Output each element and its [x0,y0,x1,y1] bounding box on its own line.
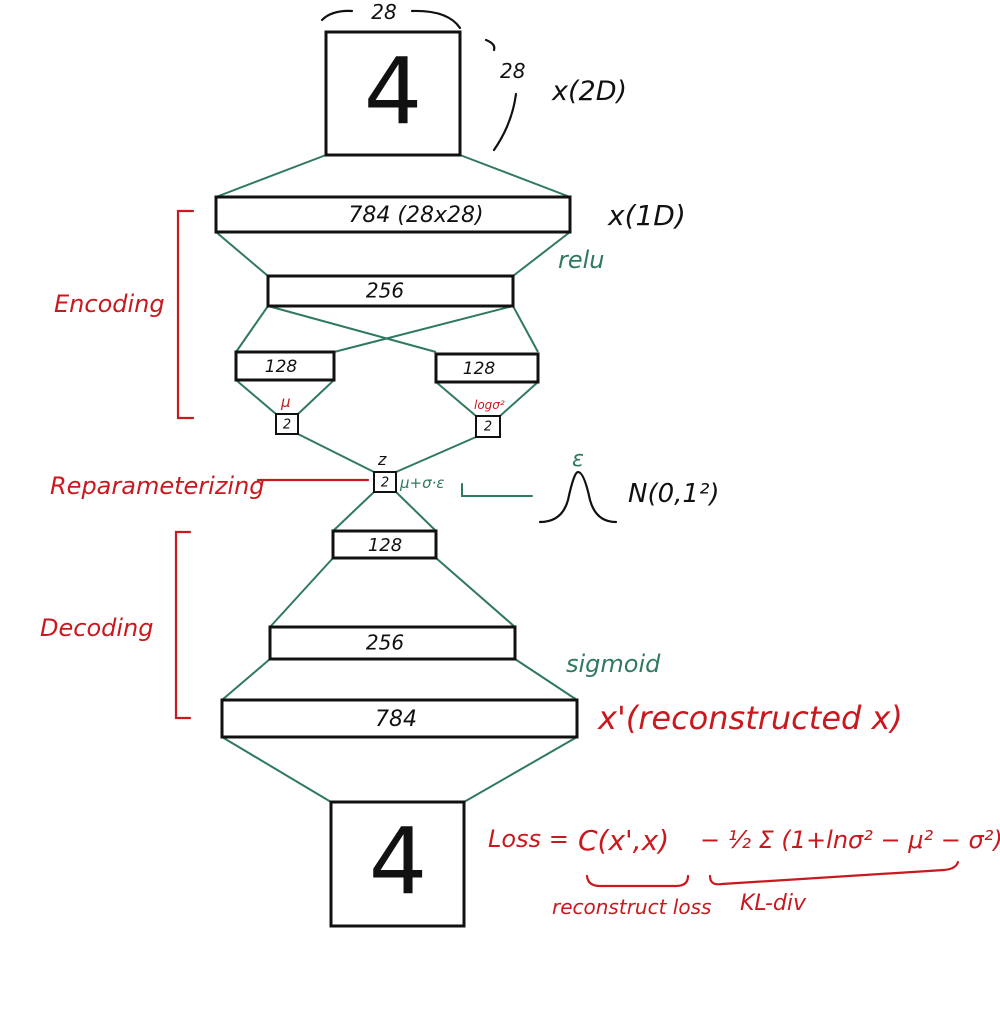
kl-term: − ½ Σ (1+lnσ² − μ² − σ²) [700,826,1000,854]
svg-text:2: 2 [381,476,389,491]
recon-loss-note: reconstruct loss [552,895,711,919]
gaussian-curve-icon [538,470,618,524]
decoder-hidden-layer-2: 256 [268,625,517,661]
svg-text:784 (28x28): 784 (28x28) [348,203,483,228]
recon-brace [585,874,690,888]
svg-text:256: 256 [366,279,404,303]
logvar-branch-layer: 128 [434,352,540,384]
recon-term: C(x',x) [578,824,669,857]
svg-text:128: 128 [463,359,496,379]
normal-distribution-label: N(0,1²) [628,479,720,509]
kl-div-note: KL-div [740,891,807,916]
decoding-bracket [174,530,192,720]
relu-label: relu [558,246,605,274]
image-height-label: 28 [500,59,525,83]
mu-branch-layer: 128 [234,350,336,382]
kl-brace [708,860,960,886]
z-latent-box: 2 [373,471,397,493]
svg-text:784: 784 [375,707,417,732]
decoder-output-layer: 784 [220,698,579,739]
input-1d-label: x(1D) [607,199,686,232]
encoder-input-layer: 784 (28x28) [214,195,572,234]
decoder-hidden-layer-1: 128 [331,529,438,560]
output-digit: 4 [369,808,428,915]
mu-latent-box: 2 [275,413,299,435]
reparameterizing-label: Reparameterizing [50,472,265,500]
svg-text:128: 128 [265,357,298,377]
reparam-formula: μ+σ·ε [399,474,445,492]
encoder-hidden-layer: 256 [266,274,515,308]
svg-text:2: 2 [283,418,291,433]
sigmoid-label: sigmoid [566,650,661,678]
reconstructed-label: x'(reconstructed x) [597,699,903,737]
input-image: 4 [324,30,462,157]
logvar-latent-box: 2 [475,415,501,438]
input-2d-label: x(2D) [551,76,627,107]
svg-text:2: 2 [484,420,492,435]
encoding-label: Encoding [54,290,165,318]
output-image: 4 [329,800,466,928]
decoding-label: Decoding [40,614,153,642]
encoding-bracket [176,209,195,420]
logvar-label: logσ² [474,398,505,412]
image-width-label: 28 [371,0,396,24]
input-digit: 4 [364,38,423,145]
z-label: z [377,450,387,469]
svg-text:256: 256 [366,631,404,655]
epsilon-label: ε [572,447,584,472]
connector-lines [215,154,578,803]
mu-label: μ [280,393,291,411]
loss-prefix: Loss = [488,825,569,853]
svg-text:128: 128 [368,535,402,556]
loss-formula: Loss = C(x',x) − ½ Σ (1+lnσ² − μ² − σ²) … [488,824,1000,919]
